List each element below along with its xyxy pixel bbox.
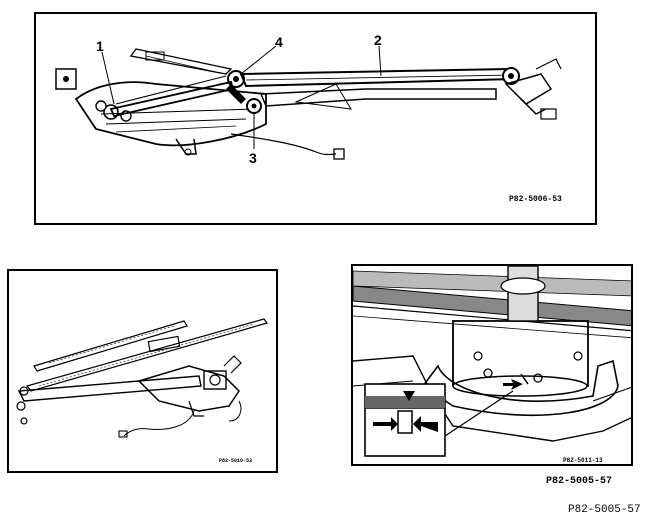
wiper-linkage-drawing (55, 45, 562, 160)
callout-3: 3 (249, 150, 257, 166)
bottom-left-figure-panel: P82-5010-53 (7, 269, 278, 473)
figure-code-bottom-left: P82-5010-53 (219, 458, 253, 464)
figure-code-top: P82-5006-53 (509, 195, 562, 204)
callout-2: 2 (374, 32, 382, 48)
page-code: P82-5005-57 (568, 504, 641, 516)
group-code: P82-5005-57 (546, 476, 613, 487)
motor-alignment-photo-drawing (353, 266, 631, 457)
figure-code-bottom-right: P82-5011-13 (563, 457, 603, 464)
bottom-right-figure-panel: P82-5011-13 (351, 264, 633, 466)
wiper-motor-drawing (16, 318, 269, 438)
callout-4: 4 (275, 34, 283, 50)
top-figure-panel: 1 2 3 4 P82-5006-53 (34, 12, 597, 225)
callout-1: 1 (96, 38, 104, 54)
